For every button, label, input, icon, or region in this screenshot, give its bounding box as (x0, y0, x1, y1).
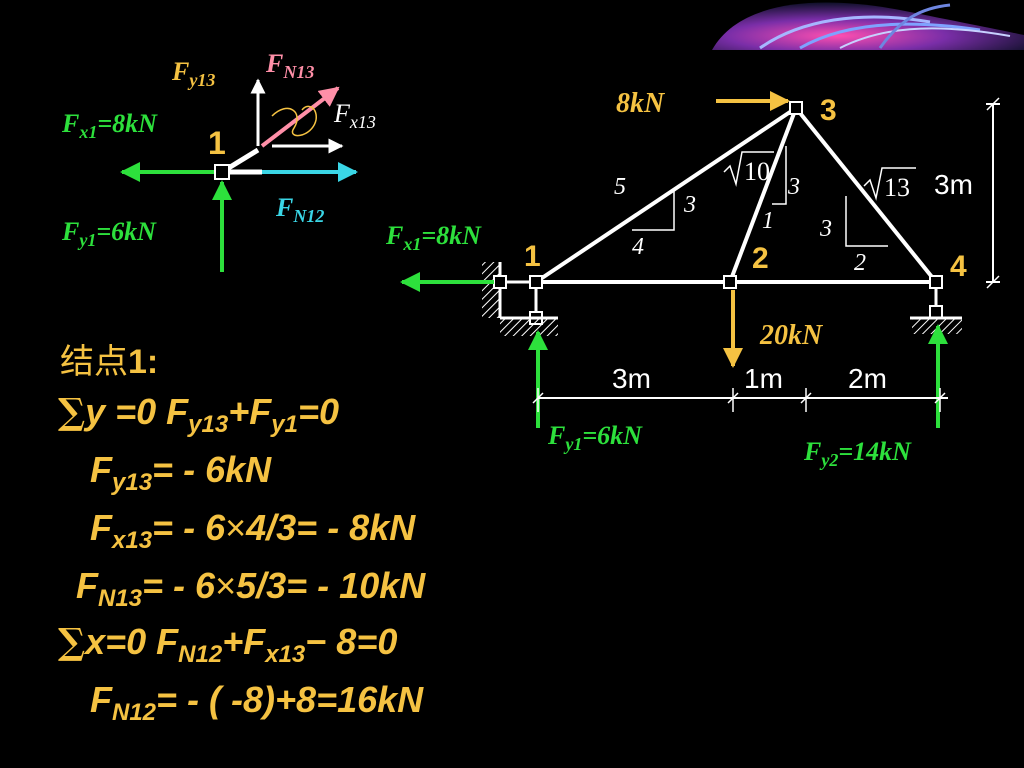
left-wall-hatch (482, 262, 500, 318)
tri-right-sqrt: 13 (884, 173, 910, 202)
node-2-label: 2 (752, 242, 769, 275)
fbd-fx13-label: Fx13 (333, 99, 376, 132)
fbd-node-1 (214, 164, 230, 180)
dim-2m-label: 2m (848, 363, 887, 394)
truss-fx1-label: Fx1=8kN (385, 221, 482, 254)
tri-mid-horiz: 1 (762, 208, 774, 234)
tri-left-vert: 3 (683, 192, 696, 218)
tri-mid-vert: 3 (787, 174, 800, 200)
fbd-fn12-label: FN12 (275, 193, 324, 226)
right-support-pin (929, 305, 943, 319)
load-bottom-label: 20kN (759, 320, 824, 351)
sqrt10-radical (723, 151, 774, 187)
truss-diagram (400, 91, 1000, 428)
member-4-3 (794, 106, 938, 284)
equation-fx13: Fx13= - 6×4/3= - 8kN (90, 507, 416, 554)
node-3-box (789, 101, 803, 115)
dim-height-label: 3m (934, 169, 973, 200)
dim-3m-label: 3m (612, 363, 651, 394)
tri-right-horiz: 2 (854, 250, 866, 276)
tri-mid-sqrt: 10 (744, 157, 770, 186)
fbd-node-label: 1 (208, 125, 226, 161)
slope-triangle-mid (772, 146, 787, 205)
tri-right-vert: 3 (819, 216, 832, 242)
slope-triangle-left (632, 188, 675, 231)
truss-fy1-label: Fy1=6kN (547, 421, 643, 454)
node-1-label: 1 (524, 240, 541, 273)
load-top-label: 8kN (616, 88, 666, 119)
left-support-pin-x (493, 275, 507, 289)
equation-fn12: FN12= - ( -8)+8=16kN (90, 679, 424, 726)
dim-1m-label: 1m (744, 363, 783, 394)
tri-left-horiz: 4 (632, 234, 644, 260)
node-2-box (723, 275, 737, 289)
member-2-3 (728, 107, 798, 283)
fbd-fy1-label: Fy1=6kN (61, 217, 157, 250)
free-body-diagram (120, 78, 358, 272)
fbd-fx1-label: Fx1=8kN (61, 109, 158, 142)
fbd-squiggle (271, 105, 317, 137)
member-1-3 (534, 106, 798, 284)
node-4-box (929, 275, 943, 289)
solution-heading: 结点1: (60, 342, 159, 382)
equation-sum-x: ∑x=0 FN12+Fx13− 8=0 (58, 621, 398, 668)
node-1-box (529, 275, 543, 289)
node-4-label: 4 (950, 250, 967, 283)
fn13-arrow (260, 86, 340, 148)
slope-triangle-right (845, 196, 888, 247)
fbd-fn13-label: FN13 (265, 49, 314, 82)
equation-fy13: Fy13= - 6kN (90, 449, 272, 496)
equation-fn13: FN13= - 6×5/3= - 10kN (76, 565, 426, 612)
equation-sum-y: ∑y =0 Fy13+Fy1=0 (58, 391, 339, 438)
node-3-label: 3 (820, 94, 837, 127)
truss-fy2-label: Fy2=14kN (803, 437, 912, 470)
sqrt13-radical (863, 167, 916, 201)
tri-left-hyp: 5 (614, 174, 626, 200)
left-ground-hatch (500, 318, 558, 336)
decorative-swirl (712, 2, 1024, 50)
fbd-fy13-label: Fy13 (171, 57, 215, 90)
